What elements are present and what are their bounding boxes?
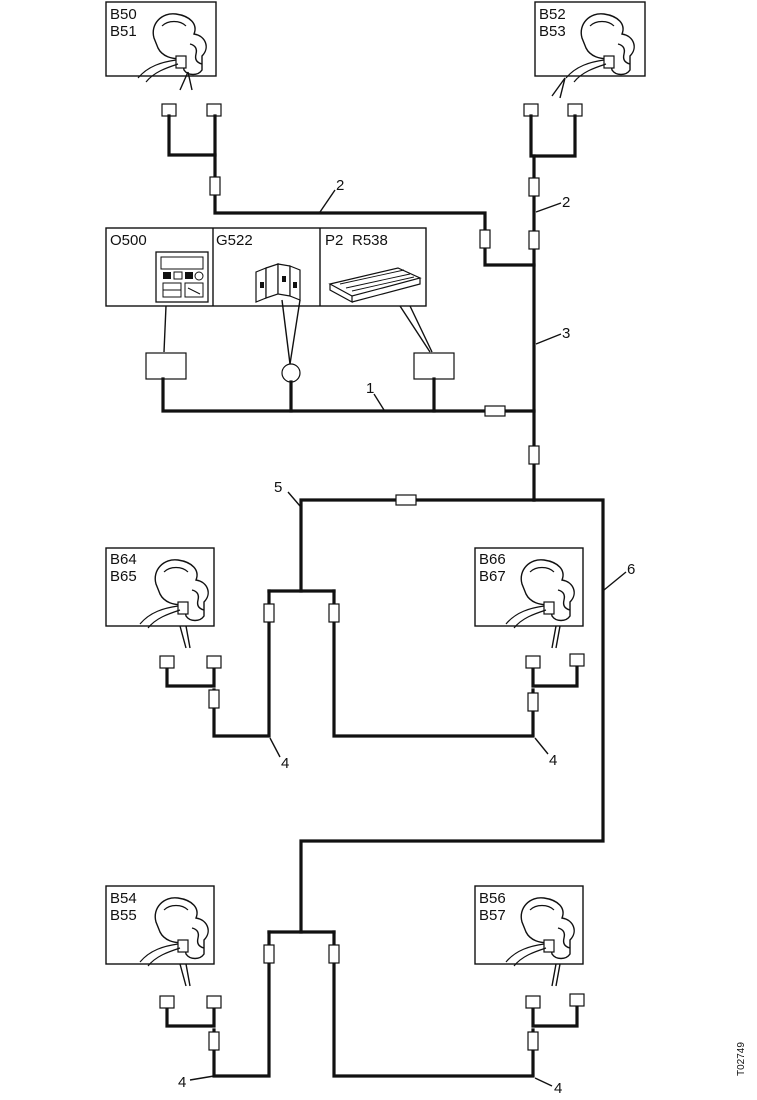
wire-number-5: 5 [274,479,282,496]
wire-callouts: 2 2 3 1 5 6 4 4 4 4 [178,177,635,1097]
label-b52: B52 [539,6,566,23]
label-b53: B53 [539,23,566,40]
label-p2: P2 [325,232,343,249]
wire-number-1: 1 [366,380,374,397]
label-g522: G522 [216,232,253,249]
label-b51: B51 [110,23,137,40]
inline-connectors [208,176,540,1051]
label-b55: B55 [110,907,137,924]
label-b57: B57 [479,907,506,924]
control-panel-box: O500 G522 P2 R538 [105,227,427,307]
document-id: T02749 [736,1042,747,1076]
wire-number-4: 4 [281,755,289,772]
label-b65: B65 [110,568,137,585]
label-b66: B66 [479,551,506,568]
wire-number-3: 3 [562,325,570,342]
heater-element-icon [328,267,422,304]
sensor-b52-b53: B52 B53 [534,1,646,83]
label-r538: R538 [352,232,388,249]
wire-number-2: 2 [562,194,570,211]
sensor-b56-b57: B56 B57 [474,885,584,967]
sensor-b54-b55: B54 B55 [105,885,215,967]
label-b64: B64 [110,551,137,568]
wire-number-4: 4 [178,1074,186,1091]
label-b54: B54 [110,890,137,907]
relay-block-icon [255,263,301,303]
label-o500: O500 [110,232,147,249]
wire-number-4: 4 [554,1080,562,1097]
wire-number-2: 2 [336,177,344,194]
wire-number-4: 4 [549,752,557,769]
sensor-b50-b51: B50 B51 [105,1,217,83]
label-b50: B50 [110,6,137,23]
label-b67: B67 [479,568,506,585]
label-b56: B56 [479,890,506,907]
sensor-b64-b65: B64 B65 [105,547,215,629]
sensor-b66-b67: B66 B67 [474,547,584,629]
control-panel-icon [155,251,209,303]
wire-number-6: 6 [627,561,635,578]
